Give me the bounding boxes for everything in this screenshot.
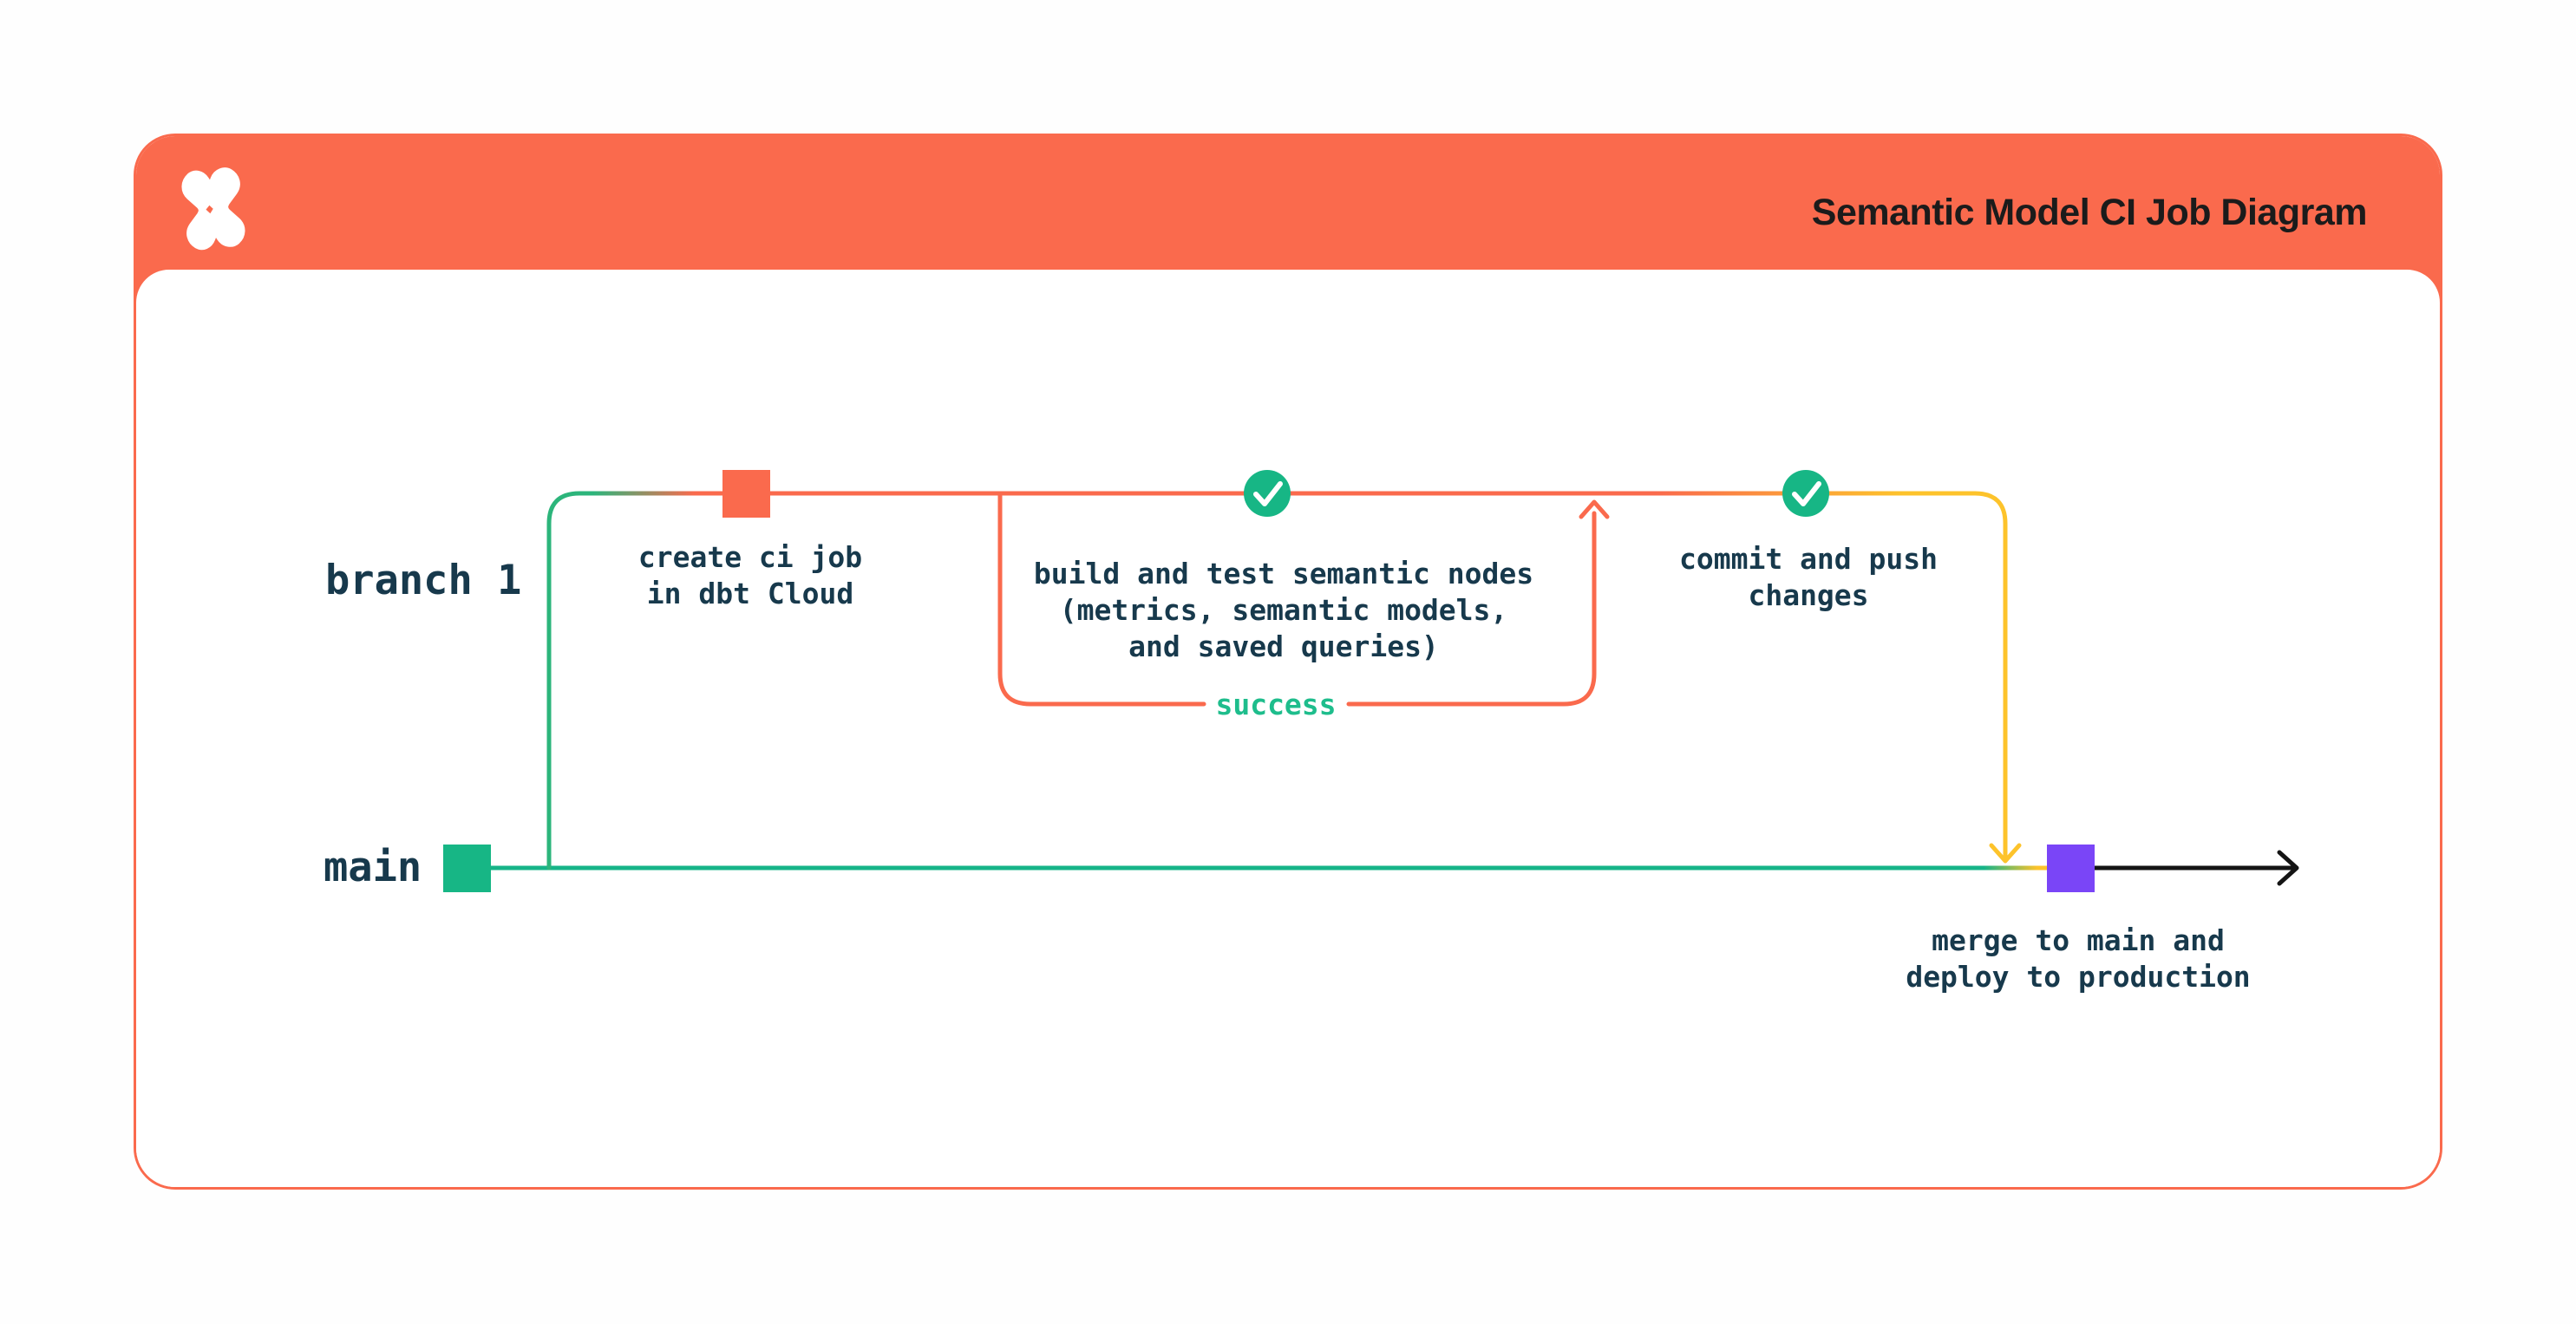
main-label: main: [324, 844, 422, 891]
page-title: Semantic Model CI Job Diagram: [1811, 192, 2368, 233]
merge-to-main-label: merge to main and deploy to production: [1906, 923, 2251, 994]
card-body: [136, 270, 2440, 1187]
dbt-logo-icon: [181, 167, 245, 251]
diagram-card: Semantic Model CI Job Diagram: [134, 134, 2442, 1190]
build-and-test-label: build and test semantic nodes (metrics, …: [1033, 557, 1534, 663]
success-label: success: [1215, 688, 1337, 721]
branch-1-label: branch 1: [325, 557, 522, 604]
commit-and-push-label: commit and push changes: [1678, 542, 1939, 612]
create-ci-job-label: create ci job in dbt Cloud: [637, 540, 863, 610]
